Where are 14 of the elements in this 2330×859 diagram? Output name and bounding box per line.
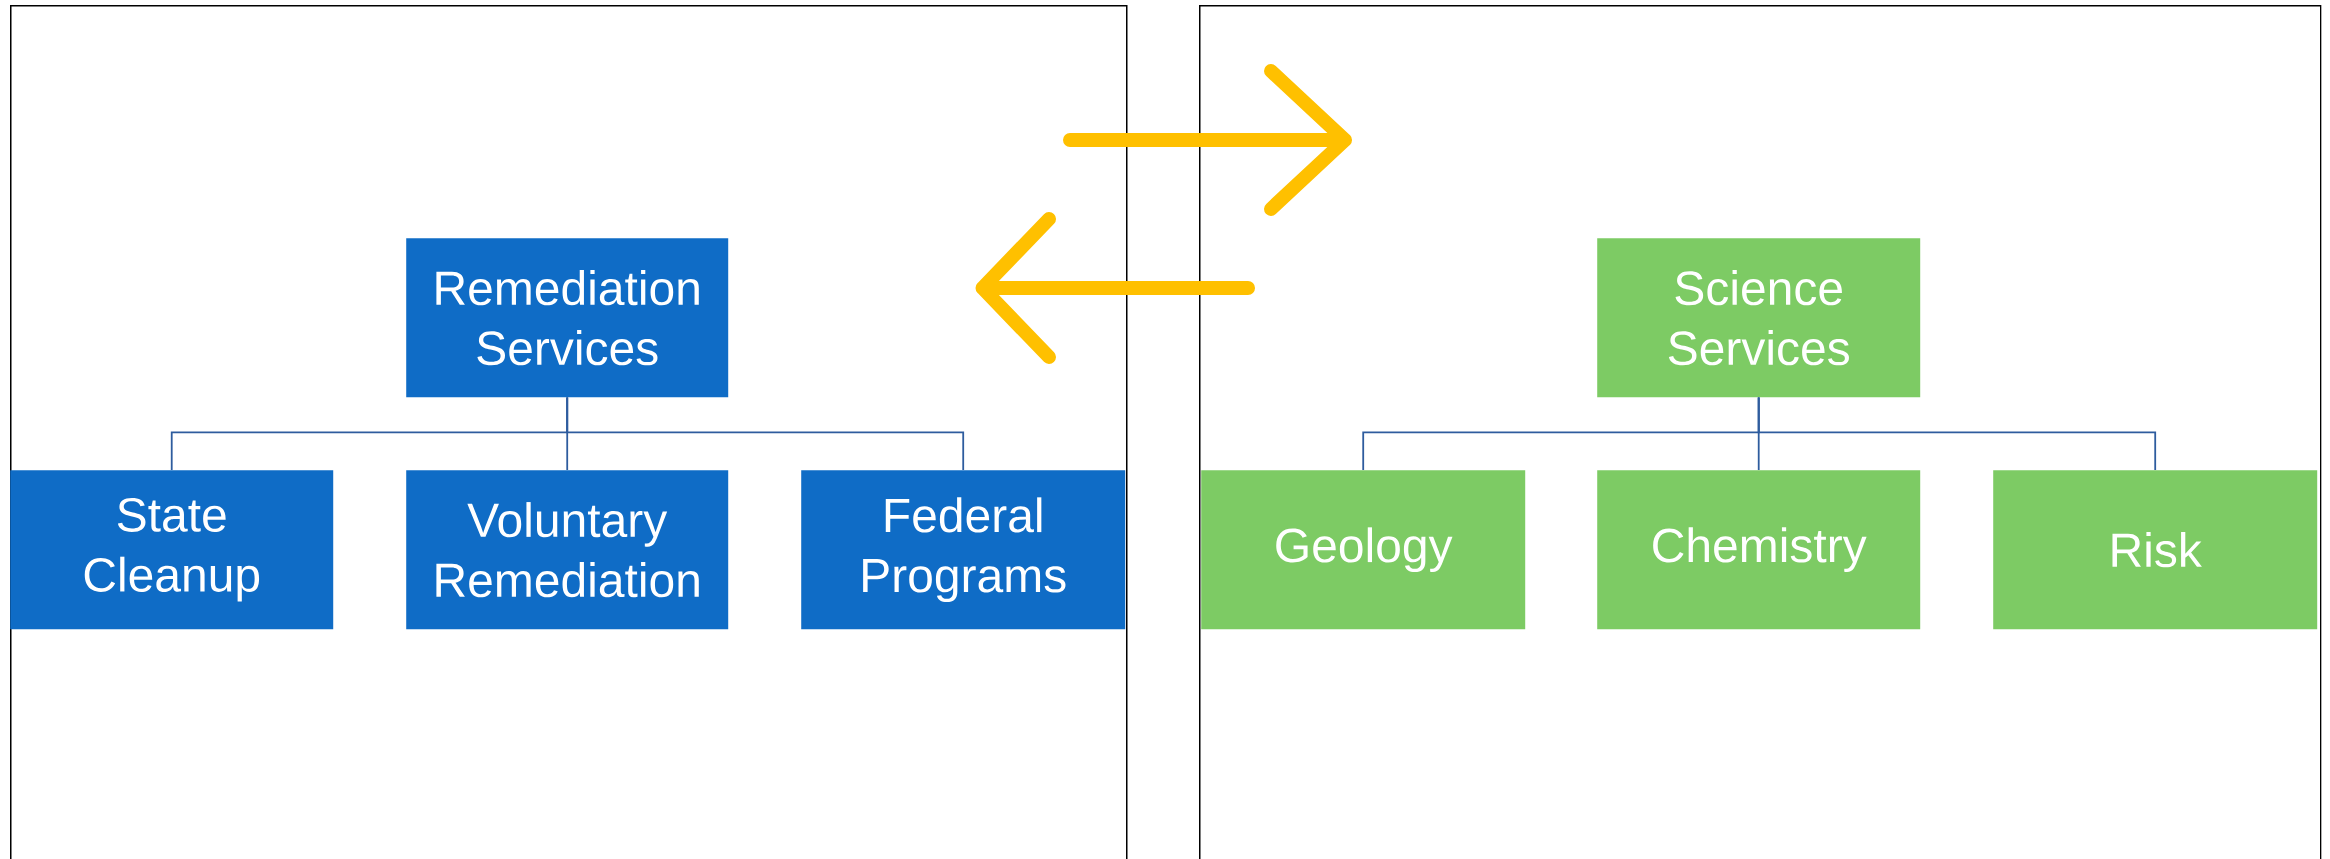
service-box: State Cleanup — [10, 470, 334, 630]
panel-frame — [10, 5, 1128, 859]
connector-line — [1757, 396, 2157, 471]
connector-line — [566, 396, 965, 471]
service-box: Voluntary Remediation — [406, 470, 729, 630]
service-box: Science Services — [1597, 238, 1921, 398]
service-box: Federal Programs — [801, 470, 1126, 630]
arrow — [975, 212, 1255, 364]
service-box: Chemistry — [1597, 470, 1921, 630]
panel-frame — [1199, 5, 2322, 859]
service-box: Geology — [1201, 470, 1526, 630]
service-box: Risk — [1993, 470, 2318, 630]
arrow — [1063, 64, 1352, 216]
service-box: Remediation Services — [406, 238, 729, 398]
